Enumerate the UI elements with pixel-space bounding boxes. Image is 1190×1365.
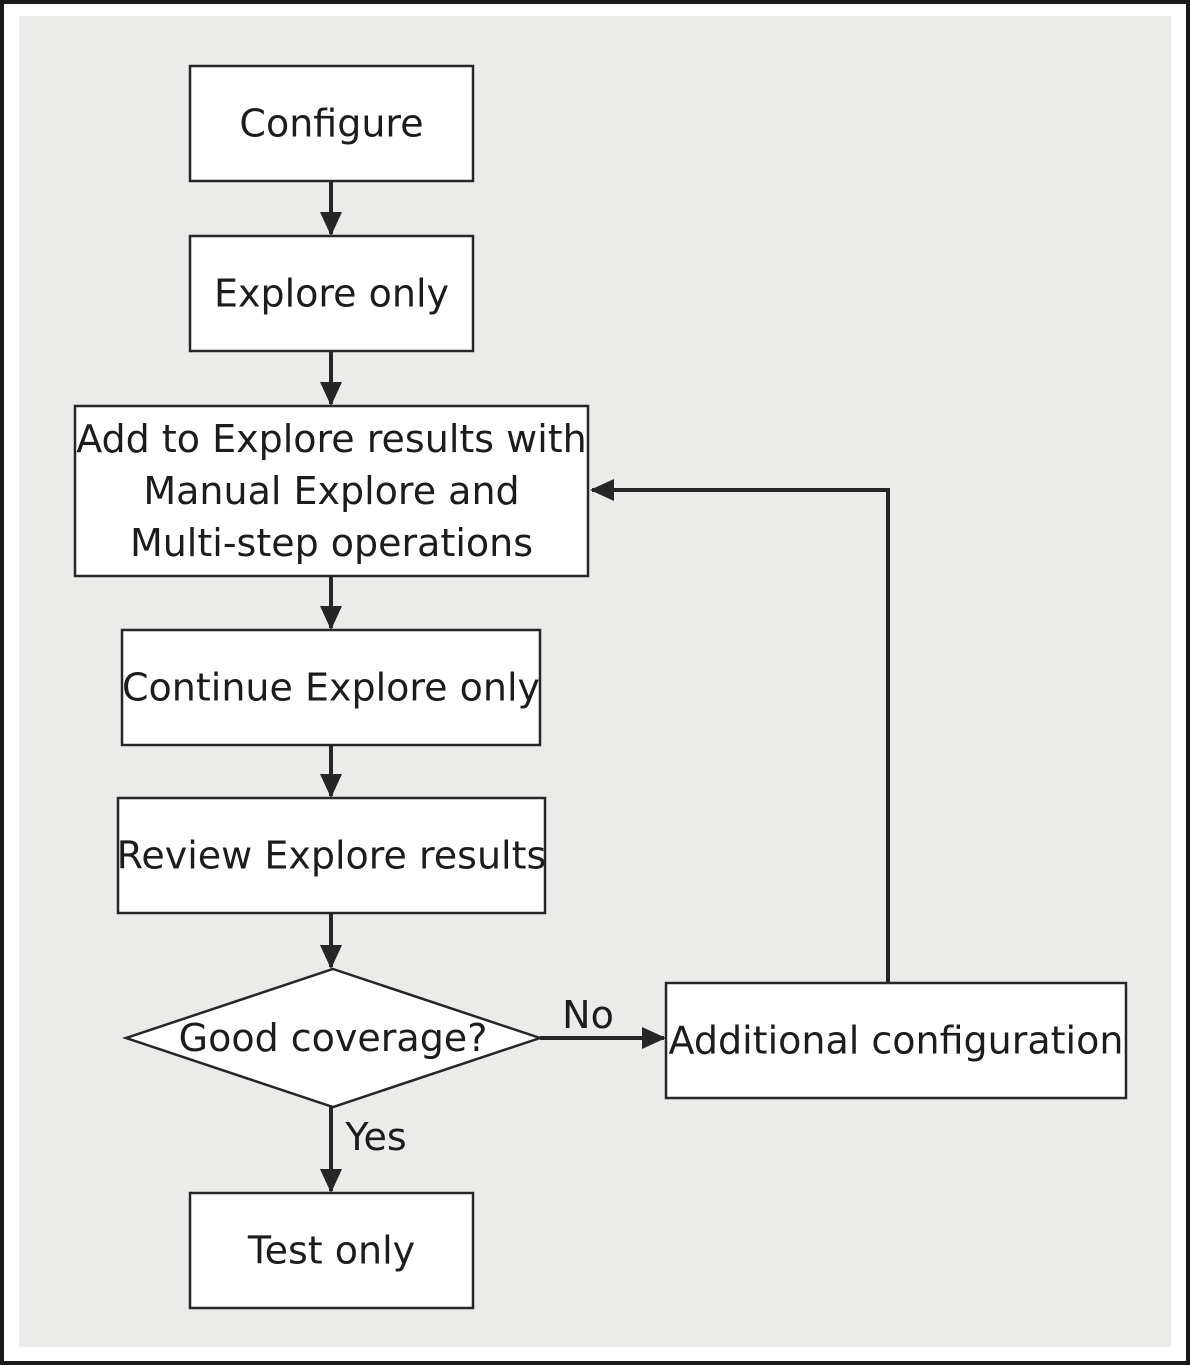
node-shape-box: [116, 796, 547, 915]
node-shape-box: [664, 981, 1128, 1100]
node-label: Good coverage?: [179, 1016, 488, 1060]
node-label: Continue Explore only: [122, 666, 540, 710]
edge-additional-config-to-add-to-explore: [590, 479, 890, 983]
node-label: Review Explore results: [117, 834, 547, 878]
node-test-only: Test only: [188, 1191, 475, 1310]
node-label: Add to Explore results with: [76, 417, 587, 461]
node-additional-config: Additional configuration: [664, 981, 1128, 1100]
node-good-coverage: Good coverage?: [122, 967, 544, 1109]
node-shape-diamond: [122, 967, 544, 1109]
node-shape-box: [188, 234, 475, 353]
node-shape-box: [120, 628, 542, 747]
node-configure: Configure: [188, 64, 475, 183]
node-label: Additional configuration: [669, 1019, 1124, 1063]
node-shape-box: [188, 64, 475, 183]
edges: [320, 181, 890, 1193]
node-explore-only: Explore only: [188, 234, 475, 353]
node-shape-box: [188, 1191, 475, 1310]
node-label: Configure: [239, 102, 423, 146]
edge-label-yes: Yes: [344, 1115, 406, 1159]
node-label: Test only: [247, 1229, 415, 1273]
node-label: Explore only: [214, 272, 449, 316]
node-shape-box: [73, 404, 590, 578]
edge-label-no: No: [562, 993, 614, 1037]
node-review-explore: Review Explore results: [116, 796, 547, 915]
node-label: Multi-step operations: [130, 521, 533, 565]
node-label: Manual Explore and: [143, 469, 519, 513]
node-continue-explore: Continue Explore only: [120, 628, 542, 747]
